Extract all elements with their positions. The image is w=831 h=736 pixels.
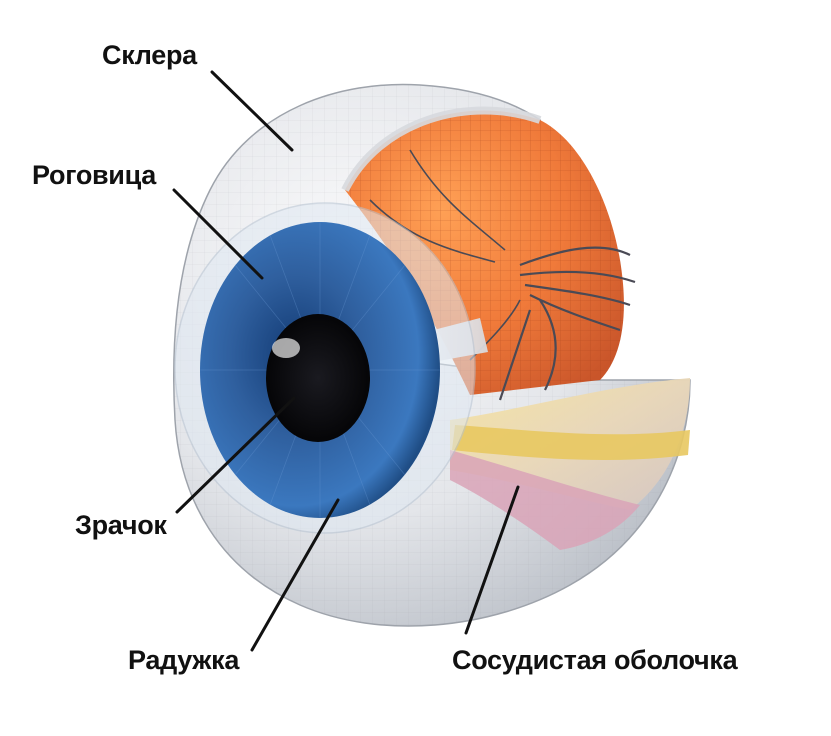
choroid-inner bbox=[450, 450, 640, 550]
choroid-band bbox=[452, 425, 690, 460]
leader-choroid bbox=[464, 485, 520, 635]
label-cornea: Роговица bbox=[32, 160, 156, 190]
pupil-disc bbox=[266, 314, 370, 442]
label-pupil: Зрачок bbox=[75, 510, 167, 540]
leader-sclera bbox=[210, 70, 294, 152]
leader-pupil bbox=[175, 396, 296, 514]
leader-cornea bbox=[172, 188, 264, 280]
label-choroid: Сосудистая оболочка bbox=[452, 645, 738, 675]
leader-iris bbox=[250, 498, 340, 652]
label-sclera: Склера bbox=[102, 40, 197, 70]
optic-nerve bbox=[369, 149, 636, 401]
leader-lines bbox=[172, 70, 520, 652]
label-iris: Радужка bbox=[128, 645, 240, 675]
